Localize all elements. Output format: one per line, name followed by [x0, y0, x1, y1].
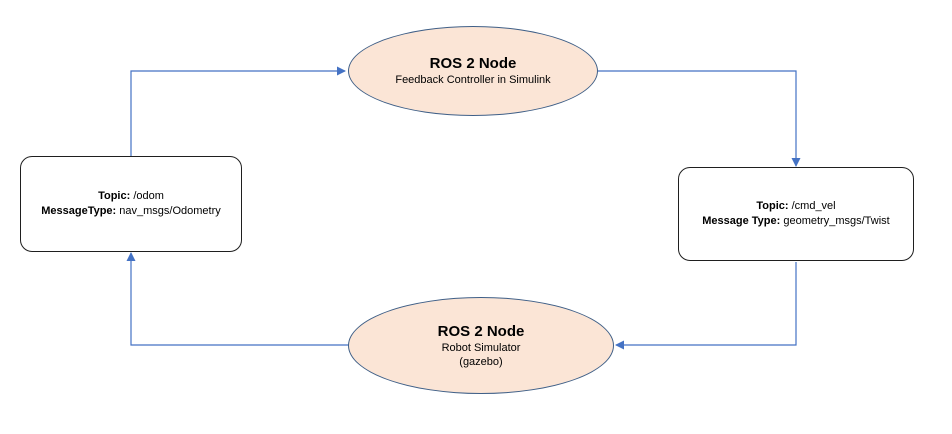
cmd-vel-type-line: Message Type: geometry_msgs/Twist: [702, 214, 889, 229]
cmd-vel-type-value: geometry_msgs/Twist: [780, 215, 890, 227]
controller-node: ROS 2 Node Feedback Controller in Simuli…: [348, 26, 598, 116]
odom-topic-line: Topic: /odom: [98, 189, 164, 204]
odom-type-value: nav_msgs/Odometry: [116, 205, 221, 217]
odom-topic-key: Topic:: [98, 190, 131, 202]
arrow-odom-to-controller: [130, 66, 346, 156]
odom-type-key: MessageType:: [41, 205, 117, 217]
cmd-vel-topic-line: Topic: /cmd_vel: [756, 199, 835, 214]
controller-node-subtitle: Feedback Controller in Simulink: [395, 74, 551, 86]
arrow-controller-to-cmd-vel: [598, 70, 801, 167]
odom-topic-value: /odom: [130, 190, 164, 202]
simulator-node-title: ROS 2 Node: [437, 322, 525, 340]
cmd-vel-topic-box: Topic: /cmd_vel Message Type: geometry_m…: [678, 167, 914, 261]
arrow-simulator-to-odom: [126, 252, 349, 346]
cmd-vel-topic-key: Topic:: [756, 200, 789, 212]
odom-topic-box: Topic: /odom MessageType: nav_msgs/Odome…: [20, 156, 242, 252]
simulator-node-subtitle-line2: (gazebo): [459, 355, 503, 368]
simulator-node: ROS 2 Node Robot Simulator (gazebo): [348, 297, 614, 394]
cmd-vel-topic-value: /cmd_vel: [788, 200, 836, 212]
controller-node-title: ROS 2 Node: [429, 55, 517, 72]
arrow-cmd-vel-to-simulator: [615, 262, 797, 350]
simulator-node-subtitle-line1: Robot Simulator: [441, 341, 521, 354]
cmd-vel-type-key: Message Type:: [702, 215, 781, 227]
odom-type-line: MessageType: nav_msgs/Odometry: [41, 204, 221, 219]
